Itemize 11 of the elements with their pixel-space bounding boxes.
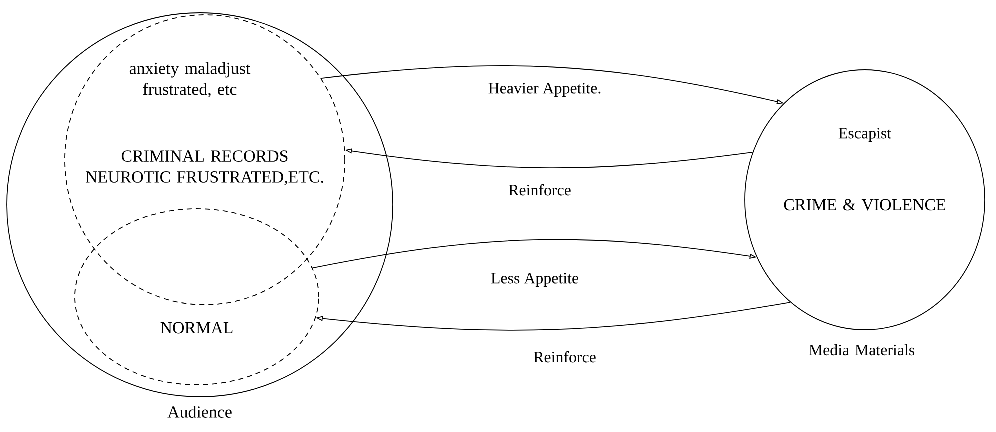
node-label: Audience <box>168 406 232 418</box>
node-label: Escapist <box>838 128 892 142</box>
node-label: CRIMINAL RECORDS NEUROTIC FRUSTRATED,ETC. <box>86 150 324 186</box>
node-label: NORMAL <box>160 322 233 334</box>
edge-label: Less Appetite <box>488 271 582 289</box>
edge-label: Reinforce <box>532 349 598 365</box>
edge-label: Reinforce <box>506 182 574 198</box>
node-label: Media Materials <box>809 344 915 356</box>
edge-label: Heavier Appetite. <box>486 81 604 99</box>
node-label: anxiety maladjust frustrated, etc <box>130 62 251 98</box>
node-label: CRIME & VIOLENCE <box>784 199 946 211</box>
